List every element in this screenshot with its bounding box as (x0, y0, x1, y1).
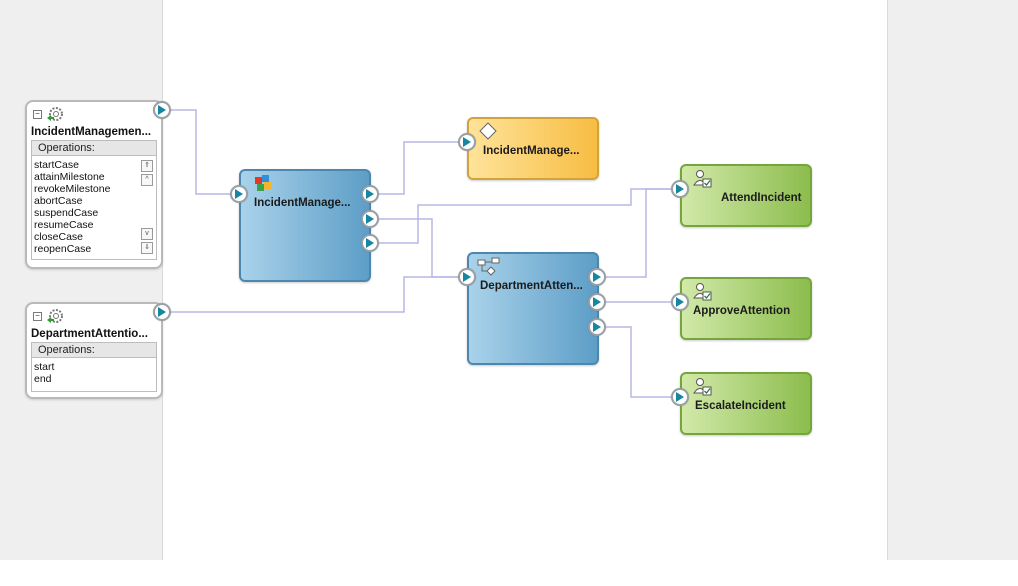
service-title: DepartmentAttentio... (31, 328, 148, 340)
collapse-toggle[interactable]: − (33, 110, 42, 119)
case-reference-port-1[interactable] (361, 185, 379, 203)
scroll-up-icon[interactable]: ^ (141, 174, 153, 186)
process-reference-port-3[interactable] (588, 318, 606, 336)
task-label: ApproveAttention (693, 305, 791, 317)
wire-process-to-escalate[interactable] (604, 326, 680, 398)
bpmn-process-icon (477, 257, 500, 276)
operation-item[interactable]: end (34, 373, 52, 385)
case-puzzle-icon (255, 175, 271, 191)
rules-component-label: IncidentManage... (483, 145, 580, 157)
human-task-icon (693, 283, 712, 301)
wire-service-to-case[interactable] (168, 109, 239, 195)
operation-item[interactable]: start (34, 361, 55, 373)
escalate-task-service-port[interactable] (671, 388, 689, 406)
external-references-lane (887, 0, 1018, 560)
process-component[interactable]: DepartmentAtten... (467, 252, 599, 365)
rules-service-port[interactable] (458, 133, 476, 151)
bottom-margin (0, 560, 1018, 586)
exposed-services-lane (0, 0, 163, 560)
process-reference-port-1[interactable] (588, 268, 606, 286)
operations-list: startCase attainMilestone revokeMileston… (32, 156, 156, 255)
operation-item[interactable]: closeCase (34, 231, 84, 243)
operations-list: start end (32, 358, 156, 385)
gear-icon (47, 107, 63, 121)
process-reference-port-2[interactable] (588, 293, 606, 311)
scroll-top-icon[interactable]: ⇑ (141, 160, 153, 172)
attend-task-service-port[interactable] (671, 180, 689, 198)
scroll-bottom-icon[interactable]: ⇓ (141, 242, 153, 254)
operation-item[interactable]: reopenCase (34, 243, 92, 255)
case-reference-port-3[interactable] (361, 234, 379, 252)
operation-item[interactable]: revokeMilestone (34, 183, 111, 195)
task-label: AttendIncident (721, 192, 802, 204)
service-port-incident-management[interactable] (153, 101, 171, 119)
operation-item[interactable]: startCase (34, 159, 79, 171)
collapse-toggle[interactable]: − (33, 312, 42, 321)
human-task-icon (693, 170, 712, 188)
task-label: EscalateIncident (695, 400, 786, 412)
operation-item[interactable]: attainMilestone (34, 171, 105, 183)
operation-item[interactable]: suspendCase (34, 207, 99, 219)
service-port-department-attention[interactable] (153, 303, 171, 321)
approve-task-service-port[interactable] (671, 293, 689, 311)
human-task-icon (693, 378, 712, 396)
scroll-down-icon[interactable]: v (141, 228, 153, 240)
rules-component[interactable]: IncidentManage... (467, 117, 599, 180)
department-attention-service[interactable]: − DepartmentAttentio... Operations: star… (25, 302, 163, 399)
case-component[interactable]: IncidentManage... (239, 169, 371, 282)
approve-attention-task[interactable]: ApproveAttention (680, 277, 812, 340)
operations-box: Operations: startCase attainMilestone re… (31, 140, 157, 260)
attend-incident-task[interactable]: AttendIncident (680, 164, 812, 227)
wire-service-to-process[interactable] (168, 276, 467, 313)
wire-case-to-process[interactable] (377, 218, 467, 278)
operation-item[interactable]: abortCase (34, 195, 83, 207)
process-service-port[interactable] (458, 268, 476, 286)
gear-icon (47, 309, 63, 323)
case-component-label: IncidentManage... (254, 197, 351, 209)
service-title: IncidentManagemen... (31, 126, 152, 138)
rules-diamond-icon (479, 122, 497, 140)
wire-case-to-rules[interactable] (377, 141, 467, 195)
operation-item[interactable]: resumeCase (34, 219, 94, 231)
case-reference-port-2[interactable] (361, 210, 379, 228)
operations-header: Operations: (32, 343, 156, 358)
operations-header: Operations: (32, 141, 156, 156)
escalate-incident-task[interactable]: EscalateIncident (680, 372, 812, 435)
wire-process-to-attend[interactable] (604, 188, 680, 278)
case-service-port[interactable] (230, 185, 248, 203)
process-component-label: DepartmentAtten... (480, 280, 583, 292)
operations-box: Operations: start end (31, 342, 157, 392)
incident-management-service[interactable]: − IncidentManagemen... Operations: start… (25, 100, 163, 269)
wire-case-to-attend[interactable] (377, 188, 680, 244)
